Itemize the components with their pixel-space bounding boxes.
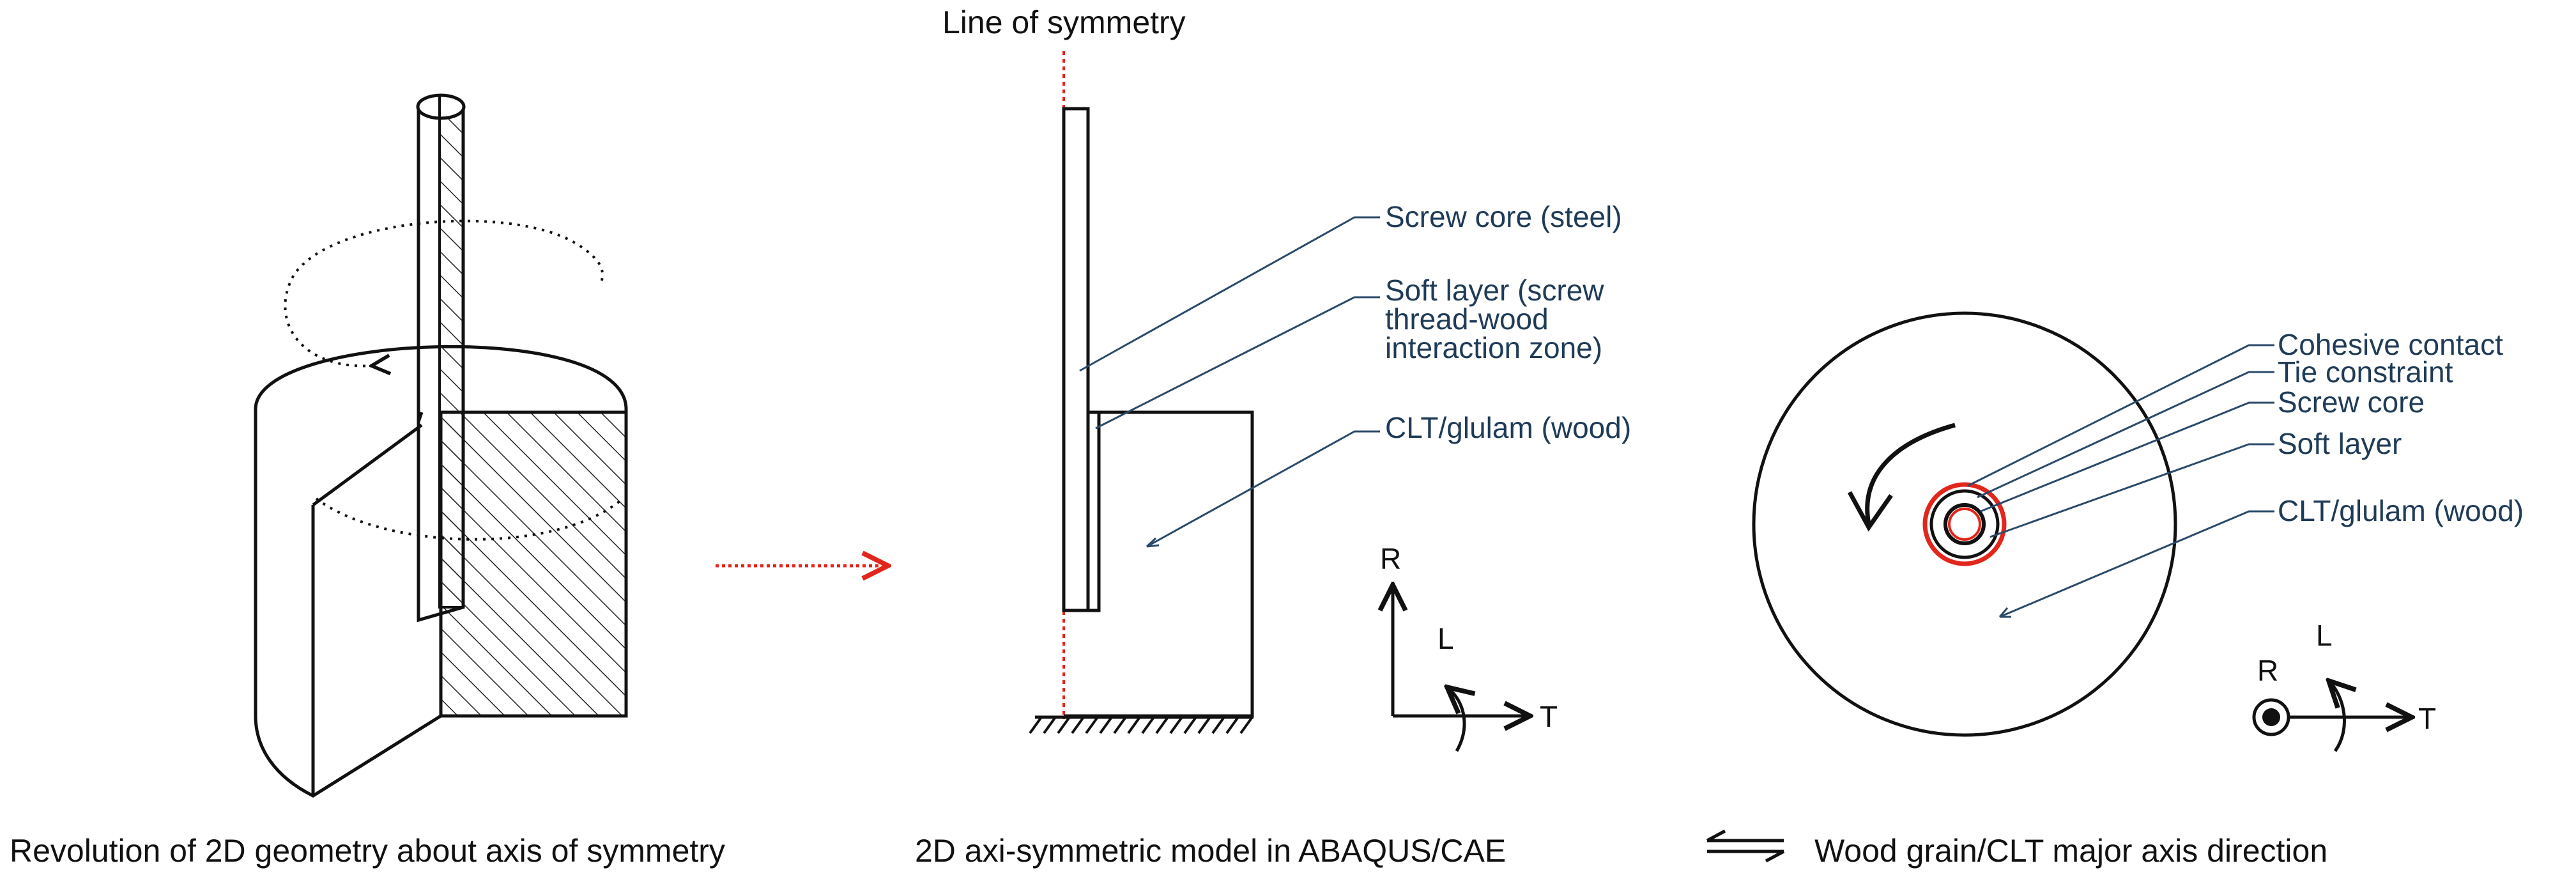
leader-screw-core-r: [1980, 401, 2274, 513]
axis-label-l: L: [1438, 622, 1454, 655]
axis-label-l-right: L: [2316, 619, 2333, 652]
screw-core-ring: [1943, 503, 1986, 545]
label-cohesive-contact: Cohesive contact: [2278, 328, 2503, 361]
axis-label-r-right: R: [2257, 654, 2278, 687]
screw-core-rect: [1062, 107, 1090, 612]
label-clt-glulam-r: CLT/glulam (wood): [2278, 494, 2524, 527]
dotted-ellipse: [315, 497, 624, 541]
legend-text: Wood grain/CLT major axis direction: [1814, 833, 2327, 869]
screw-rod-hatch: [438, 107, 464, 609]
label-screw-core: Screw core: [2278, 385, 2425, 419]
label-clt-glulam: CLT/glulam (wood): [1385, 411, 1631, 444]
axis-label-t: T: [1540, 700, 1558, 733]
cohesive-contact-ring: [1922, 482, 2007, 566]
leader-tie: [1977, 371, 2274, 499]
label-soft-layer-1: Soft layer (screw: [1385, 274, 1604, 307]
label-soft-layer-2: thread-wood: [1385, 302, 1549, 336]
soft-layer-rect: [1086, 410, 1101, 612]
rotation-arrow-dotted: [284, 219, 604, 366]
axisymmetric-model: Line of symmetry: [942, 4, 1631, 752]
leader-screw-core: [1079, 216, 1380, 372]
axis-label-t-right: T: [2418, 702, 2436, 735]
caption-left: Revolution of 2D geometry about axis of …: [10, 833, 725, 869]
leader-clt-r: [1999, 510, 2274, 618]
leader-clt: [1146, 430, 1380, 548]
revolved-solid-illustration: [254, 93, 628, 798]
label-tie-constraint: Tie constraint: [2278, 355, 2453, 389]
tie-constraint-ring: [1929, 489, 2000, 559]
ground-hatch: [1029, 716, 1254, 734]
hatched-section: [439, 410, 628, 718]
label-screw-core-steel: Screw core (steel): [1385, 200, 1622, 233]
wood-circle: [1752, 311, 2177, 737]
leader-soft-layer-r: [1989, 443, 2274, 538]
leader-soft-layer: [1095, 296, 1380, 430]
legend-grain-icon: [1706, 829, 1785, 863]
cross-section: Cohesive contact Tie constraint Screw co…: [1752, 311, 2524, 752]
leader-cohesive: [1967, 344, 2274, 487]
screw-core-red: [1948, 508, 1981, 541]
cylinder-body: [254, 345, 628, 798]
axes-right: R L T: [2252, 619, 2436, 752]
label-soft-layer-3: interaction zone): [1385, 331, 1602, 364]
rotation-arrow-curved: [1865, 423, 1956, 525]
label-soft-layer: Soft layer: [2278, 427, 2402, 460]
axis-label-r: R: [1380, 542, 1401, 575]
caption-middle: 2D axi-symmetric model in ABAQUS/CAE: [915, 833, 1506, 869]
symmetry-line-label: Line of symmetry: [942, 4, 1186, 40]
cut-face-top: [312, 423, 423, 507]
axes-middle: R L T: [1380, 542, 1558, 752]
